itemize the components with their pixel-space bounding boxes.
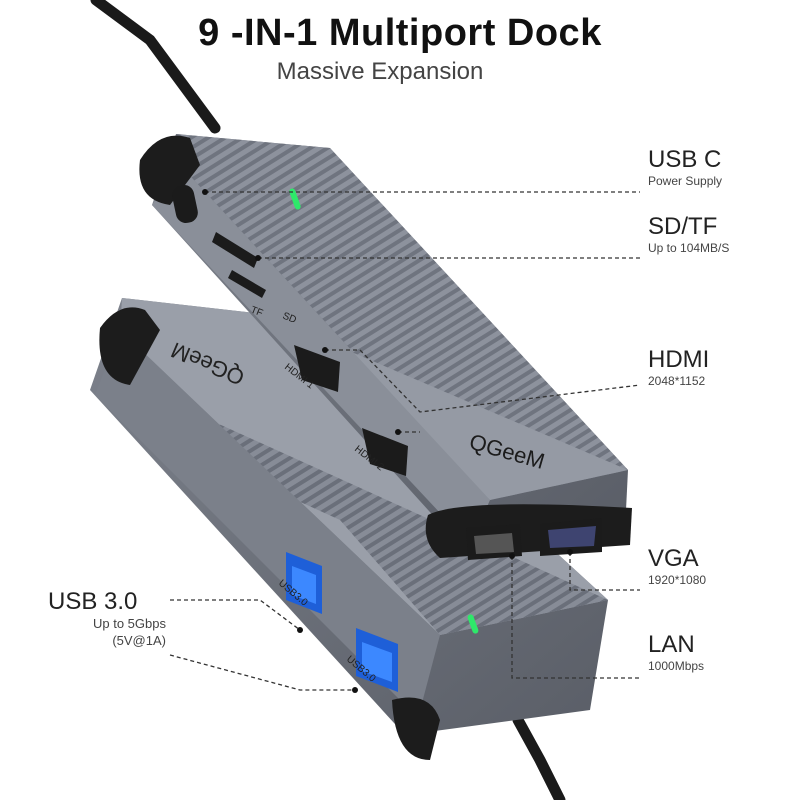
callout-hdmi-detail: 2048*1152 (648, 374, 706, 388)
callout-usb3: USB 3.0 Up to 5Gbps (5V@1A) (48, 589, 166, 649)
callout-usb-c-detail: Power Supply (648, 174, 723, 188)
callout-usb3-name: USB 3.0 (48, 588, 138, 615)
page-title: 9 -IN-1 Multiport Dock (198, 12, 602, 54)
callout-lan-detail: 1000Mbps (648, 659, 705, 673)
callout-sd-tf-name: SD/TF (648, 213, 718, 240)
callout-vga-detail: 1920*1080 (648, 573, 707, 587)
callout-vga-name: VGA (648, 545, 699, 572)
callout-sd-tf-detail: Up to 104MB/S (648, 241, 730, 255)
top-cable (90, 0, 221, 134)
sd-label: SD (281, 311, 298, 326)
callout-usb-c: USB C Power Supply (648, 147, 722, 189)
callout-sd-tf: SD/TF Up to 104MB/S (648, 214, 729, 256)
callout-lan-name: LAN (648, 631, 695, 658)
page-subtitle: Massive Expansion (276, 58, 484, 85)
callout-hdmi: HDMI 2048*1152 (648, 347, 709, 389)
usb-a-port-2 (356, 628, 398, 692)
callout-usb3-detail-2: (5V@1A) (112, 633, 166, 648)
callout-lan: LAN 1000Mbps (648, 632, 704, 674)
callout-usb-c-name: USB C (648, 146, 722, 173)
callout-vga: VGA 1920*1080 (648, 546, 706, 588)
callout-hdmi-name: HDMI (648, 346, 710, 373)
callout-usb3-detail-1: Up to 5Gbps (93, 616, 166, 631)
bottom-cable (512, 714, 566, 800)
usb-a-port-1 (286, 552, 322, 614)
tf-label: TF (249, 305, 264, 320)
